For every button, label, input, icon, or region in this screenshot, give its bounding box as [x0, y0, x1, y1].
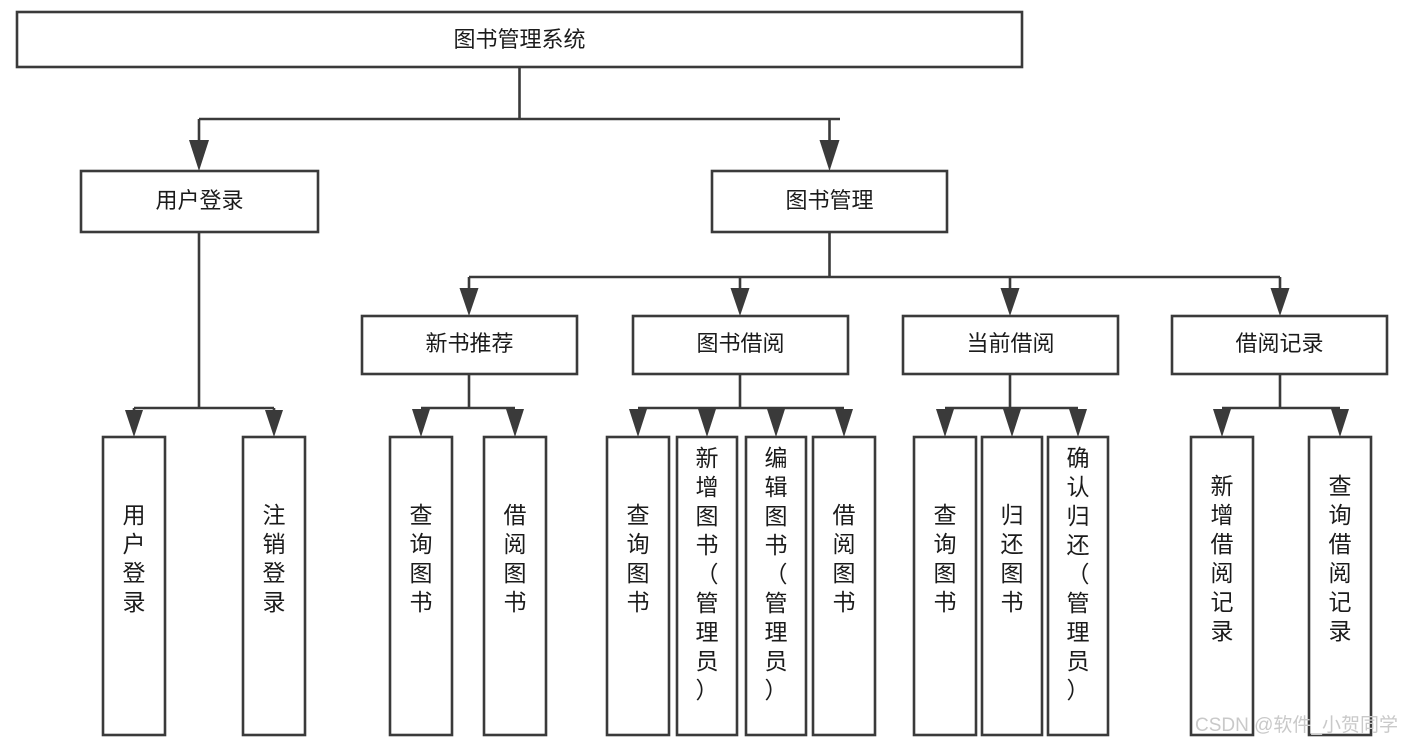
- node-root-box[interactable]: [15, 10, 1024, 69]
- node-leaf-rec-query2-box[interactable]: [1307, 435, 1373, 737]
- arrowhead-leaf-rec-add: [1213, 409, 1231, 437]
- node-new-book-rec[interactable]: 新书推荐: [360, 314, 579, 376]
- node-leaf-cur-query-box[interactable]: [912, 435, 978, 737]
- node-leaf-cur-confirm-box[interactable]: [1046, 435, 1110, 737]
- node-user-login[interactable]: 用户登录: [79, 169, 320, 234]
- arrowhead-leaf-borrow-query: [629, 409, 647, 437]
- node-book-manage-box[interactable]: [710, 169, 949, 234]
- node-current-borrow[interactable]: 当前借阅: [901, 314, 1120, 376]
- node-leaf-cur-confirm[interactable]: 确认归还（管理员）: [1046, 435, 1110, 737]
- node-leaf-borrow-query-label: 查询图书: [627, 502, 650, 615]
- connector-group-new-book-rec: [412, 374, 524, 437]
- connector-group-borrow-record: [1213, 374, 1349, 437]
- arrowhead-current-borrow: [1000, 288, 1020, 316]
- connector-group-book-borrow: [629, 374, 853, 437]
- arrowhead-leaf-borrow-do: [835, 409, 853, 437]
- node-leaf-rec-add-label: 新增借阅记录: [1211, 473, 1234, 644]
- node-leaf-cur-return-label: 归还图书: [1001, 502, 1024, 615]
- node-leaf-cur-query-label: 查询图书: [934, 502, 957, 615]
- node-leaf-cur-return[interactable]: 归还图书: [980, 435, 1044, 737]
- node-new-book-rec-label: 新书推荐: [425, 331, 513, 356]
- arrowhead-leaf-rec-query2: [1331, 409, 1349, 437]
- arrowhead-user-login: [189, 140, 209, 171]
- node-book-manage[interactable]: 图书管理: [710, 169, 949, 234]
- connector-group-book-manage: [459, 232, 1290, 316]
- node-leaf-rec-query[interactable]: 查询图书: [388, 435, 454, 737]
- arrowhead-new-book-rec: [459, 288, 479, 316]
- node-leaf-user-logout-box[interactable]: [241, 435, 307, 737]
- connector-group-root: [189, 67, 840, 171]
- arrowhead-leaf-user-logout: [265, 410, 283, 437]
- node-leaf-borrow-query-box[interactable]: [605, 435, 671, 737]
- node-leaf-borrow-do[interactable]: 借阅图书: [811, 435, 877, 737]
- arrowhead-leaf-cur-query: [936, 409, 954, 437]
- node-leaf-cur-query[interactable]: 查询图书: [912, 435, 978, 737]
- node-leaf-user-logout-label: 注销登录: [263, 502, 286, 615]
- node-leaf-rec-query2[interactable]: 查询借阅记录: [1307, 435, 1373, 737]
- node-leaf-rec-borrow-label: 借阅图书: [504, 502, 527, 615]
- arrowhead-book-manage: [819, 140, 840, 171]
- node-leaf-rec-query2-label: 查询借阅记录: [1329, 473, 1352, 644]
- node-leaf-cur-confirm-label: 确认归还（管理员）: [1067, 445, 1090, 703]
- node-book-manage-label: 图书管理: [785, 188, 873, 213]
- node-leaf-rec-add-box[interactable]: [1189, 435, 1255, 737]
- node-root[interactable]: 图书管理系统: [15, 10, 1024, 69]
- node-leaf-user-login-box[interactable]: [101, 435, 167, 737]
- node-leaf-rec-query-box[interactable]: [388, 435, 454, 737]
- node-leaf-rec-add[interactable]: 新增借阅记录: [1189, 435, 1255, 737]
- node-leaf-borrow-add[interactable]: 新增图书（管理员）: [675, 435, 739, 737]
- node-leaf-borrow-edit-box[interactable]: [744, 435, 808, 737]
- node-leaf-user-login-label: 用户登录: [123, 502, 146, 615]
- connector-group-user-login: [125, 232, 283, 437]
- arrowhead-leaf-cur-return: [1003, 409, 1021, 437]
- arrowhead-leaf-rec-query: [412, 409, 430, 437]
- arrowhead-book-borrow: [730, 288, 750, 316]
- node-leaf-cur-return-box[interactable]: [980, 435, 1044, 737]
- csdn-watermark: CSDN @软件_小贺同学: [1195, 714, 1398, 736]
- node-user-login-label: 用户登录: [155, 188, 243, 213]
- node-book-borrow-box[interactable]: [631, 314, 850, 376]
- arrowhead-borrow-record: [1270, 288, 1290, 316]
- node-borrow-record-box[interactable]: [1170, 314, 1389, 376]
- arrowhead-leaf-rec-borrow: [506, 409, 524, 437]
- arrowhead-leaf-user-login: [125, 410, 143, 437]
- node-borrow-record[interactable]: 借阅记录: [1170, 314, 1389, 376]
- node-leaf-user-login[interactable]: 用户登录: [101, 435, 167, 737]
- node-leaf-borrow-add-box[interactable]: [675, 435, 739, 737]
- arrowhead-leaf-cur-confirm: [1069, 409, 1087, 437]
- node-leaf-borrow-do-label: 借阅图书: [833, 502, 856, 615]
- node-leaf-borrow-query[interactable]: 查询图书: [605, 435, 671, 737]
- arrowhead-leaf-borrow-add: [698, 409, 716, 437]
- node-leaf-borrow-do-box[interactable]: [811, 435, 877, 737]
- connector-group-current-borrow: [936, 374, 1087, 437]
- node-leaf-rec-query-label: 查询图书: [410, 502, 433, 615]
- node-new-book-rec-box[interactable]: [360, 314, 579, 376]
- arrowhead-leaf-borrow-edit: [767, 409, 785, 437]
- node-leaf-borrow-edit[interactable]: 编辑图书（管理员）: [744, 435, 808, 737]
- node-current-borrow-box[interactable]: [901, 314, 1120, 376]
- node-current-borrow-label: 当前借阅: [966, 331, 1054, 356]
- node-leaf-rec-borrow[interactable]: 借阅图书: [482, 435, 548, 737]
- node-borrow-record-label: 借阅记录: [1235, 331, 1323, 356]
- node-user-login-box[interactable]: [79, 169, 320, 234]
- node-leaf-borrow-edit-label: 编辑图书（管理员）: [765, 445, 788, 703]
- node-leaf-borrow-add-label: 新增图书（管理员）: [696, 445, 719, 703]
- node-book-borrow-label: 图书借阅: [696, 331, 784, 356]
- node-leaf-rec-borrow-box[interactable]: [482, 435, 548, 737]
- node-leaf-user-logout[interactable]: 注销登录: [241, 435, 307, 737]
- node-root-label: 图书管理系统: [453, 27, 585, 52]
- node-book-borrow[interactable]: 图书借阅: [631, 314, 850, 376]
